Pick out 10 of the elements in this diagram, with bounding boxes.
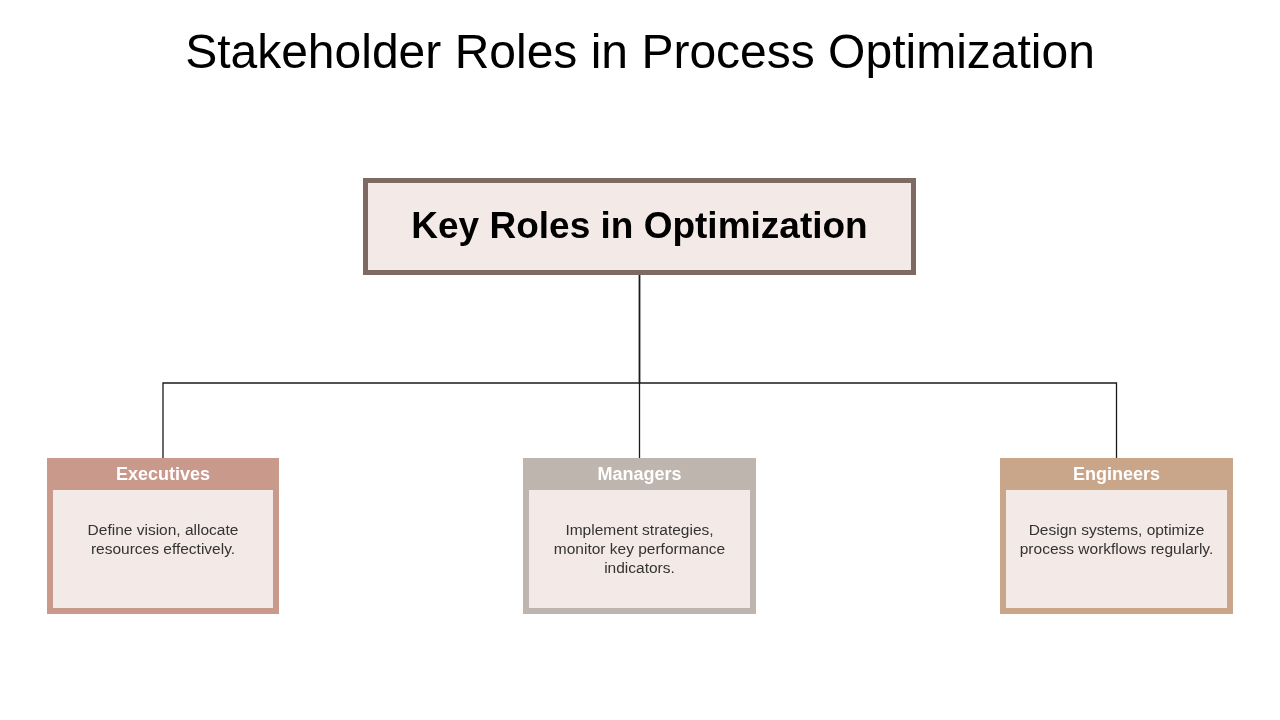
- page-title: Stakeholder Roles in Process Optimization: [185, 24, 1095, 80]
- role-card: [523, 458, 756, 614]
- connector-line: [638, 274, 1118, 459]
- role-description: Design systems, optimize process workflows regularly.: [1018, 520, 1215, 558]
- root-title: Key Roles in Optimization: [411, 204, 868, 249]
- role-description: Define vision, allocate resources effectively.: [86, 520, 240, 558]
- root-box: [363, 178, 916, 275]
- role-card: [47, 458, 279, 614]
- role-description: Implement strategies, monitor key performance indicators.: [552, 520, 727, 577]
- role-card: [1000, 458, 1233, 614]
